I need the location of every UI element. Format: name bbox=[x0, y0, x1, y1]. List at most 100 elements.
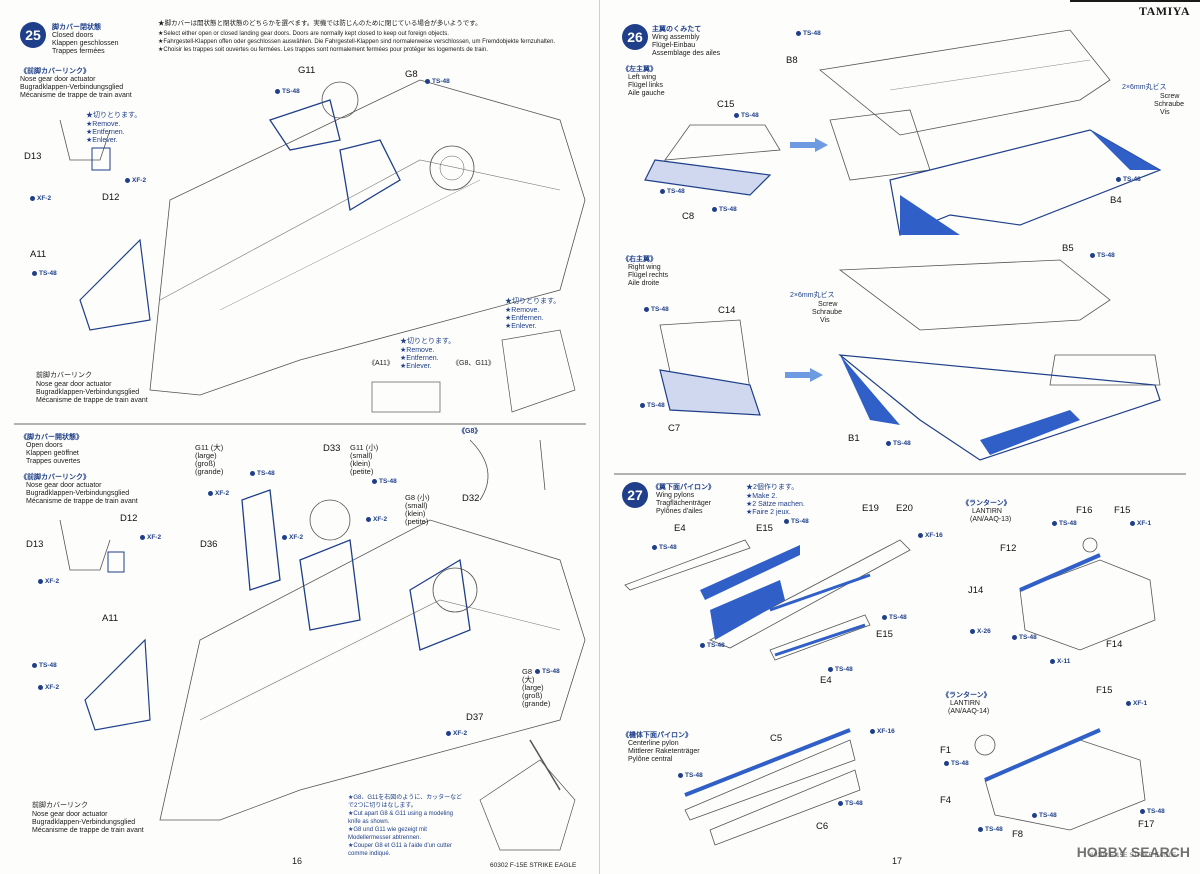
centerline-en: Centerline pylon bbox=[628, 740, 679, 747]
paint-code: TS-48 bbox=[951, 760, 969, 767]
paint-callout: TS-48 bbox=[32, 662, 57, 669]
g11-large-label: G11 (大) (large) (groß) (grande) bbox=[195, 443, 224, 476]
paint-callout: XF-2 bbox=[446, 730, 467, 737]
paint-dot-icon bbox=[784, 518, 789, 524]
paint-callout: XF-2 bbox=[38, 684, 59, 691]
tamiya-logo: TAMIYA bbox=[1138, 4, 1190, 18]
open-doors-title-de: Klappen geöffnet bbox=[26, 450, 79, 457]
cut-note-jp: ★切りとります。 bbox=[86, 112, 142, 119]
paint-dot-icon bbox=[30, 195, 35, 201]
screw-en-2: Screw bbox=[818, 301, 838, 308]
brand-bar bbox=[1070, 0, 1200, 2]
part-label: D33 bbox=[323, 443, 341, 454]
paint-code: XF-2 bbox=[215, 490, 230, 497]
part-label: F4 bbox=[940, 795, 952, 806]
part-label: C6 bbox=[816, 821, 829, 832]
lantirn2-en: LANTIRN bbox=[950, 700, 980, 707]
paint-dot-icon bbox=[1032, 812, 1037, 818]
part-label: F15 bbox=[1096, 685, 1113, 696]
paint-code: TS-48 bbox=[651, 306, 669, 313]
open-sub-de: Bugradklappen-Verbindungsglied bbox=[26, 490, 130, 497]
right-wing-jp: 《右主翼》 bbox=[622, 256, 657, 263]
paint-dot-icon bbox=[882, 614, 887, 620]
paint-code: TS-48 bbox=[685, 772, 703, 779]
paint-dot-icon bbox=[796, 30, 801, 36]
cut-note-en: ★Remove. bbox=[86, 121, 121, 128]
paint-callout: TS-48 bbox=[652, 544, 677, 551]
paint-callout: TS-48 bbox=[978, 826, 1003, 833]
paint-callout: TS-48 bbox=[32, 270, 57, 277]
part-label: C5 bbox=[770, 733, 783, 744]
paint-callout: TS-48 bbox=[1052, 520, 1077, 527]
paint-dot-icon bbox=[978, 826, 983, 832]
part-label: F15 bbox=[1114, 505, 1131, 516]
part-label: G8 bbox=[405, 69, 418, 80]
part-label: E4 bbox=[674, 523, 686, 534]
paint-code: XF-2 bbox=[132, 177, 147, 184]
part-label: F12 bbox=[1000, 543, 1017, 554]
paint-dot-icon bbox=[372, 478, 377, 484]
part-label: D12 bbox=[120, 513, 138, 524]
cut2-jp: ★切りとります。 bbox=[400, 338, 456, 345]
paint-dot-icon bbox=[425, 78, 430, 84]
right-wing-de: Flügel rechts bbox=[628, 272, 669, 279]
lantirn2-sub: (AN/AAQ-14) bbox=[948, 708, 990, 715]
step-25-title-de: Klappen geschlossen bbox=[52, 40, 119, 47]
paint-code: TS-48 bbox=[432, 78, 450, 85]
left-wing-de: Flügel links bbox=[628, 82, 664, 89]
paint-callout: XF-2 bbox=[125, 177, 146, 184]
paint-dot-icon bbox=[660, 188, 665, 194]
bottom-sub-jp: 前脚カバーリンク bbox=[36, 372, 92, 379]
paint-dot-icon bbox=[1050, 658, 1055, 664]
open-doors-title-fr: Trappes ouvertes bbox=[26, 458, 81, 465]
paint-code: XF-1 bbox=[1137, 520, 1152, 527]
paint-callout: XF-2 bbox=[366, 516, 387, 523]
page-number-right: 17 bbox=[892, 856, 903, 866]
paint-callout: TS-48 bbox=[886, 440, 911, 447]
g8-large-label: G8 (大) (large) (groß) (grande) bbox=[522, 667, 551, 708]
paint-dot-icon bbox=[1126, 700, 1131, 706]
step-25-title-fr: Trappes fermées bbox=[52, 48, 105, 55]
left-wing-en: Left wing bbox=[628, 74, 657, 81]
paint-dot-icon bbox=[734, 112, 739, 118]
right-page: TAMIYA bbox=[600, 0, 1200, 874]
paint-callout: XF-2 bbox=[30, 195, 51, 202]
part-label: J14 bbox=[968, 585, 984, 596]
paint-callout: TS-48 bbox=[944, 760, 969, 767]
step-25-note-jp: ★脚カバーは開状態と閉状態のどちらかを選べます。実機では防じんのために閉じている… bbox=[158, 20, 482, 27]
make-2-en: ★Make 2. bbox=[746, 493, 778, 500]
step-25-sub-en: Nose gear door actuator bbox=[20, 76, 96, 83]
paint-callout: TS-48 bbox=[796, 30, 821, 37]
paint-code: XF-2 bbox=[373, 516, 388, 523]
part-label: E15 bbox=[756, 523, 773, 534]
paint-code: TS-48 bbox=[1097, 252, 1115, 259]
screw-fr-2: Vis bbox=[820, 317, 830, 324]
screw-spec-2: 2×6mm丸ビス bbox=[790, 292, 835, 299]
paint-callout: TS-48 bbox=[784, 518, 809, 525]
open-doors-title-jp: 《脚カバー開状態》 bbox=[20, 434, 83, 441]
paint-callout: TS-48 bbox=[734, 112, 759, 119]
step-27-badge: 27 bbox=[622, 482, 648, 508]
paint-callout: TS-48 bbox=[372, 478, 397, 485]
paint-callout: TS-48 bbox=[250, 470, 275, 477]
bottom-sub-de: Bugradklappen-Verbindungsglied bbox=[36, 389, 140, 396]
paint-callout: TS-48 bbox=[828, 666, 853, 673]
paint-code: TS-48 bbox=[985, 826, 1003, 833]
paint-code: TS-48 bbox=[741, 112, 759, 119]
paint-dot-icon bbox=[838, 800, 843, 806]
paint-code: TS-48 bbox=[282, 88, 300, 95]
step-25-badge: 25 bbox=[20, 22, 46, 48]
step-26-title-jp: 主翼のくみたて bbox=[652, 26, 702, 33]
step-25-note-fr: ★Choisir les trappes soit ouvertes ou fe… bbox=[158, 47, 488, 53]
left-page: 25 脚カバー閉状態 Closed doors Klappen geschlos… bbox=[14, 0, 600, 874]
bottom-sub-en: Nose gear door actuator bbox=[36, 381, 112, 388]
part-label: B4 bbox=[1110, 195, 1122, 206]
paint-dot-icon bbox=[944, 760, 949, 766]
paint-callout: XF-2 bbox=[38, 578, 59, 585]
lantirn1-jp: 《ランターン》 bbox=[962, 500, 1011, 507]
paint-dot-icon bbox=[1012, 634, 1017, 640]
part-label: F16 bbox=[1076, 505, 1093, 516]
part-label: F8 bbox=[1012, 829, 1024, 840]
paint-callout: XF-2 bbox=[140, 534, 161, 541]
open-sub-en: Nose gear door actuator bbox=[26, 482, 102, 489]
